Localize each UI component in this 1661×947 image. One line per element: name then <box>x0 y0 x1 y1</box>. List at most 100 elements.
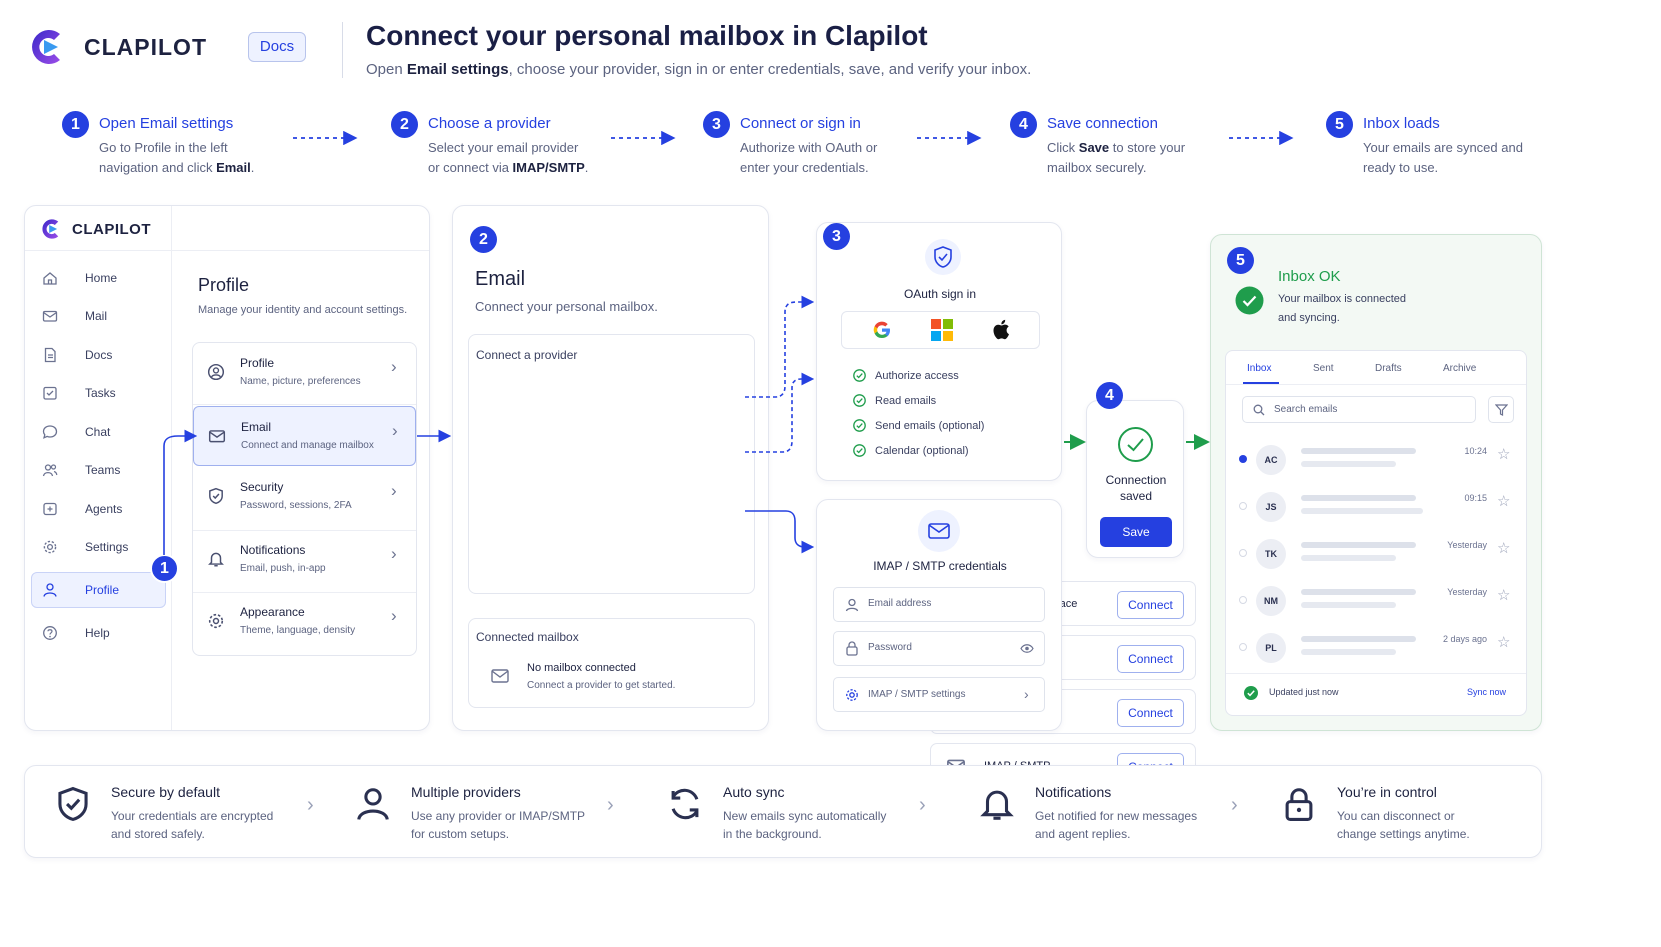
search-placeholder: Search emails <box>1274 404 1338 415</box>
bell-icon <box>207 550 225 568</box>
sync-now-link[interactable]: Sync now <box>1467 687 1507 697</box>
profile-title: Profile <box>198 275 250 295</box>
docs-badge[interactable]: Docs <box>248 32 306 62</box>
feature-title: You’re in control <box>1337 784 1437 800</box>
read-dot <box>1239 502 1247 510</box>
email-address-field[interactable]: Email address <box>833 587 1045 622</box>
feature-title: Notifications <box>1035 784 1112 800</box>
oauth-permission-item: Read emails <box>853 394 936 407</box>
connected-mailbox-title: Connected mailbox <box>476 630 579 644</box>
sidebar-item-mail[interactable]: Mail <box>42 308 107 324</box>
sync-icon <box>666 785 704 823</box>
avatar: NM <box>1256 586 1286 616</box>
check-circle-icon <box>853 444 866 457</box>
star-icon[interactable]: ☆ <box>1497 634 1511 651</box>
tab-inbox[interactable]: Inbox <box>1247 363 1272 374</box>
connect-button[interactable]: Connect <box>1117 591 1184 619</box>
step-4-title: Save connection <box>1047 115 1158 132</box>
inbox-desc-2: and syncing. <box>1278 312 1340 324</box>
check-circle-icon <box>1244 686 1258 700</box>
star-icon[interactable]: ☆ <box>1497 446 1511 463</box>
tab-drafts[interactable]: Drafts <box>1375 363 1402 374</box>
email-subtitle: Connect your personal mailbox. <box>475 299 658 314</box>
chat-icon <box>42 424 72 440</box>
email-address-placeholder: Email address <box>868 598 932 609</box>
mail-icon <box>918 510 960 552</box>
imap-settings-row[interactable]: IMAP / SMTP settings › <box>833 677 1045 712</box>
imap-card: IMAP / SMTP credentials Email address Pa… <box>816 499 1062 731</box>
tab-sent[interactable]: Sent <box>1313 363 1334 374</box>
step-3-desc-line2: enter your credentials. <box>740 160 869 175</box>
star-icon[interactable]: ☆ <box>1497 540 1511 557</box>
profile-item-desc: Connect and manage mailbox <box>241 440 374 451</box>
oauth-title: OAuth sign in <box>903 287 977 301</box>
sidebar-item-tasks[interactable]: Tasks <box>42 385 116 401</box>
microsoft-icon[interactable] <box>931 319 953 341</box>
chevron-right-icon: › <box>391 544 397 563</box>
read-dot <box>1239 549 1247 557</box>
password-field[interactable]: Password <box>833 631 1045 666</box>
read-dot <box>1239 643 1247 651</box>
inbox-search-input[interactable]: Search emails <box>1242 396 1476 423</box>
tab-archive[interactable]: Archive <box>1443 363 1477 374</box>
profile-item-title: Security <box>240 480 284 494</box>
connection-saved-line2: saved <box>1119 489 1153 503</box>
sidebar-item-teams[interactable]: Teams <box>42 462 120 478</box>
eye-icon[interactable] <box>1020 643 1034 654</box>
profile-menu <box>192 342 417 656</box>
step-2-desc-line1: Select your email provider <box>428 140 579 155</box>
connected-mailbox-box: Connected mailbox No mailbox connected C… <box>468 618 755 708</box>
avatar: JS <box>1256 492 1286 522</box>
shield-check-icon <box>207 487 225 505</box>
email-preview-line <box>1301 636 1416 642</box>
star-icon[interactable]: ☆ <box>1497 587 1511 604</box>
email-title: Email <box>475 268 526 290</box>
profile-item-title: Profile <box>240 356 275 370</box>
email-preview-line <box>1301 602 1396 608</box>
oauth-permission-label: Authorize access <box>875 369 959 382</box>
star-icon[interactable]: ☆ <box>1497 493 1511 510</box>
chevron-right-icon: › <box>607 794 614 816</box>
sidebar-item-agents[interactable]: Agents <box>42 501 122 517</box>
email-preview-line <box>1301 495 1416 501</box>
sidebar-item-profile[interactable]: Profile <box>42 582 119 598</box>
step-4-number: 4 <box>1010 111 1037 138</box>
sidebar-item-docs[interactable]: Docs <box>42 347 112 363</box>
connect-button[interactable]: Connect <box>1117 645 1184 673</box>
docs-icon <box>42 347 72 363</box>
step-5-number: 5 <box>1326 111 1353 138</box>
page-title: Connect your personal mailbox in Clapilo… <box>366 20 928 51</box>
step-5-title: Inbox loads <box>1363 115 1440 132</box>
google-icon[interactable] <box>872 320 892 340</box>
sidebar-item-settings[interactable]: Settings <box>42 539 128 555</box>
no-mailbox-desc: Connect a provider to get started. <box>527 680 676 691</box>
apple-icon[interactable] <box>992 319 1010 340</box>
save-button[interactable]: Save <box>1100 517 1172 547</box>
connect-button[interactable]: Connect <box>1117 699 1184 727</box>
agents-icon <box>42 501 72 517</box>
avatar: PL <box>1256 633 1286 663</box>
sidebar-item-home[interactable]: Home <box>42 270 117 286</box>
feature-desc-line2: in the background. <box>723 827 822 841</box>
provider-box: Connect a provider <box>468 334 755 594</box>
sidebar-item-chat[interactable]: Chat <box>42 424 110 440</box>
step-3-number: 3 <box>703 111 730 138</box>
profile-item-title: Email <box>241 420 272 434</box>
filter-button[interactable] <box>1488 396 1514 423</box>
sidebar-item-help[interactable]: Help <box>42 625 110 641</box>
step-3-marker: 3 <box>823 223 850 250</box>
email-time: 10:24 <box>1464 446 1487 456</box>
help-icon <box>42 625 72 641</box>
sidebar-item-label: Chat <box>85 425 111 439</box>
